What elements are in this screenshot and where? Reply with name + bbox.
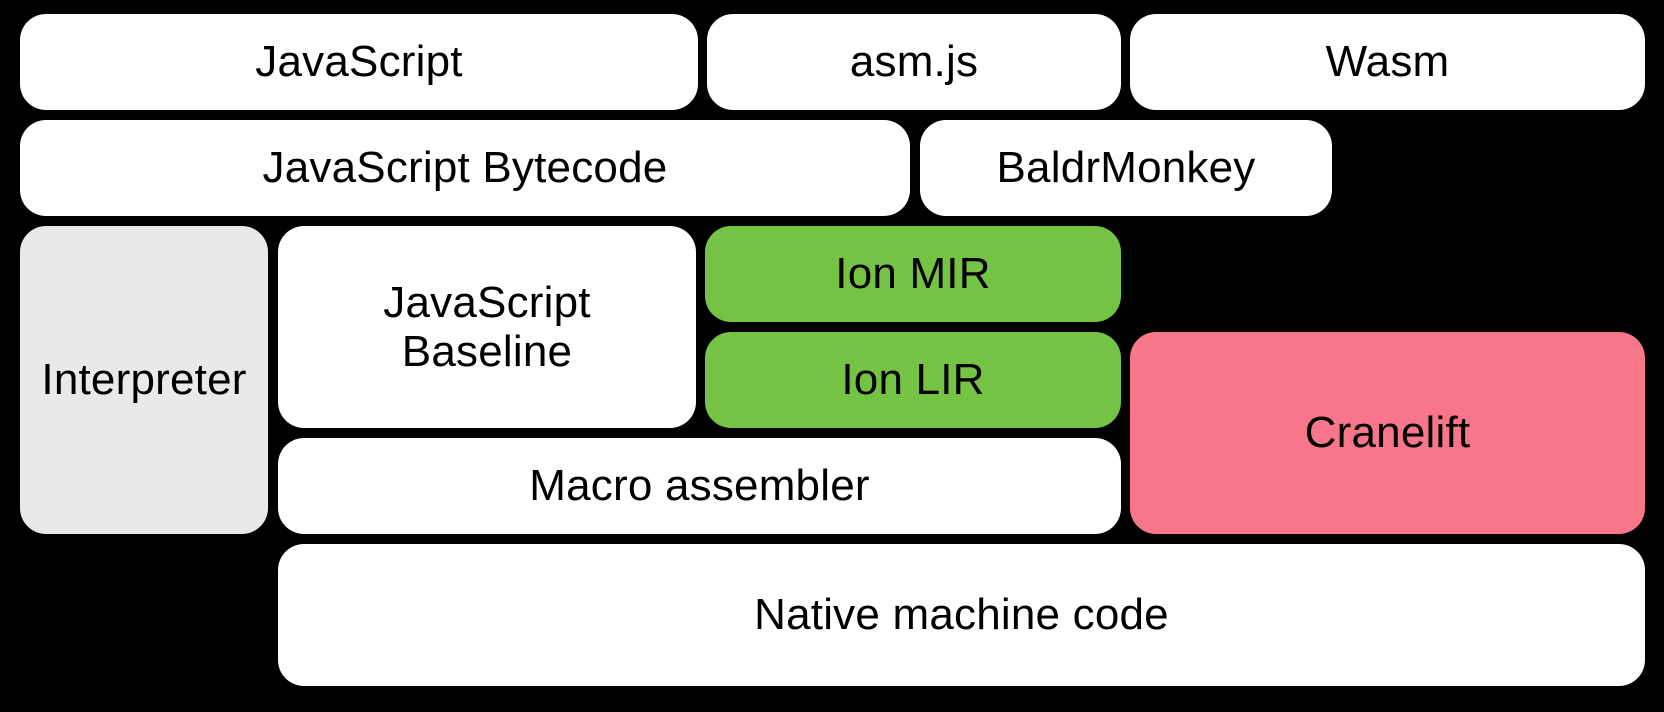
node-javascript-baseline: JavaScript Baseline (278, 226, 696, 428)
node-asm-js: asm.js (707, 14, 1121, 110)
node-macro-assembler: Macro assembler (278, 438, 1121, 534)
node-cranelift: Cranelift (1130, 332, 1645, 534)
node-baldrmonkey: BaldrMonkey (920, 120, 1332, 216)
node-interpreter: Interpreter (20, 226, 268, 534)
node-ion-lir: Ion LIR (705, 332, 1121, 428)
node-native-machine-code: Native machine code (278, 544, 1645, 686)
node-javascript: JavaScript (20, 14, 698, 110)
node-javascript-bytecode: JavaScript Bytecode (20, 120, 910, 216)
node-ion-mir: Ion MIR (705, 226, 1121, 322)
node-wasm: Wasm (1130, 14, 1645, 110)
